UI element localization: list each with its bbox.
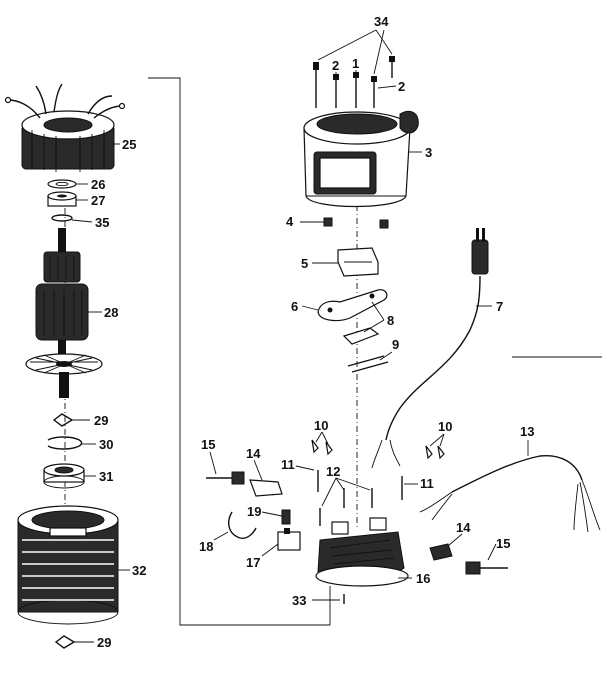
ring-30	[47, 436, 83, 450]
clip-29-upper	[52, 413, 74, 427]
label-2-right: 2	[398, 79, 405, 94]
base-housing-16	[315, 517, 409, 587]
wire-18	[228, 511, 257, 540]
label-16: 16	[416, 571, 430, 586]
label-10-right: 10	[438, 419, 452, 434]
clip-29-lower	[54, 635, 76, 649]
label-8: 8	[387, 313, 394, 328]
screws-12	[319, 488, 373, 526]
label-32: 32	[132, 563, 146, 578]
label-10-left: 10	[314, 418, 328, 433]
plate-8	[342, 327, 380, 345]
screws-top	[313, 56, 395, 108]
label-33: 33	[292, 593, 306, 608]
label-26: 26	[91, 177, 105, 192]
wire-nuts-10-left	[311, 439, 333, 456]
cord-13	[419, 455, 601, 533]
label-34: 34	[374, 14, 389, 29]
label-7: 7	[496, 299, 503, 314]
label-31: 31	[99, 469, 113, 484]
label-14-left: 14	[246, 446, 261, 461]
label-15-left: 15	[201, 437, 215, 452]
armature-28	[25, 228, 103, 398]
label-30: 30	[99, 437, 113, 452]
label-6: 6	[291, 299, 298, 314]
label-12: 12	[326, 464, 340, 479]
label-13: 13	[520, 424, 534, 439]
label-18: 18	[199, 539, 213, 554]
power-cord-7	[371, 228, 489, 469]
label-11-right: 11	[420, 476, 434, 491]
label-9: 9	[392, 337, 399, 352]
switch-stem-15-right	[465, 561, 508, 575]
label-1: 1	[352, 56, 359, 71]
label-27: 27	[91, 193, 105, 208]
label-3: 3	[425, 145, 432, 160]
bearing-31	[43, 463, 85, 489]
pins-9	[347, 355, 389, 373]
clip-35	[51, 214, 73, 222]
plate-6	[317, 289, 388, 322]
label-14-right: 14	[456, 520, 471, 535]
spring-19	[281, 509, 291, 525]
label-5: 5	[301, 256, 308, 271]
label-25: 25	[122, 137, 136, 152]
label-19: 19	[247, 504, 261, 519]
label-35: 35	[95, 215, 109, 230]
label-11-left: 11	[281, 457, 295, 472]
label-29-upper: 29	[94, 413, 108, 428]
switch-cover-14-right	[429, 543, 453, 561]
switch-cover-14-left	[249, 479, 283, 497]
nuts-4	[323, 217, 389, 229]
part-labels: 34 2 1 2 3 4 5 6 7 8 9 10 10 11 11 12 13…	[91, 14, 534, 650]
label-28: 28	[104, 305, 118, 320]
bearing-27	[47, 191, 77, 207]
label-4: 4	[286, 214, 294, 229]
switch-stem-15-left	[206, 471, 245, 485]
label-15-right: 15	[496, 536, 510, 551]
stator-field-assembly	[4, 83, 126, 172]
motor-housing-32	[17, 505, 119, 625]
label-2-left: 2	[332, 58, 339, 73]
assembly-frame-line	[148, 77, 331, 626]
wire-nuts-10-right	[425, 445, 445, 460]
washer-26	[47, 179, 77, 189]
leader-lines	[71, 29, 529, 643]
motor-cap-3	[303, 110, 419, 208]
label-29-lower: 29	[97, 635, 111, 650]
label-17: 17	[246, 555, 260, 570]
switch-17	[277, 528, 301, 551]
